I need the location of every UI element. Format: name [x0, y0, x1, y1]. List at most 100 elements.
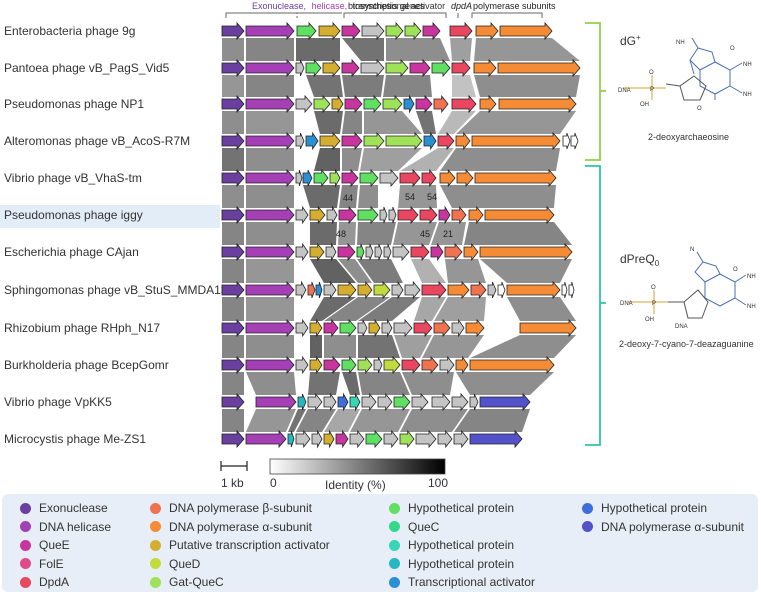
legend-label: Hypothetical protein — [408, 538, 515, 552]
identity-link — [246, 297, 294, 321]
legend-item: DNA polymerase α-subunit — [150, 520, 312, 534]
identity-link — [414, 297, 446, 321]
legend-swatch — [150, 539, 161, 551]
gene-arrow — [335, 429, 349, 449]
gene-arrow — [451, 94, 477, 114]
legend-label: Hypothetical protein — [408, 501, 515, 515]
identity-link — [431, 222, 466, 245]
identity-number: 44 — [343, 193, 353, 203]
identity-link — [422, 335, 484, 358]
gene-arrow — [385, 58, 409, 78]
legend-item: DNA polymerase β-subunit — [150, 501, 312, 515]
gene-arrow — [295, 94, 313, 114]
gene-arrow — [383, 243, 392, 261]
gene-arrow — [437, 429, 453, 449]
legend-item: Exonuclease — [20, 501, 108, 515]
gene-arrow — [409, 58, 431, 78]
svg-text:O: O — [730, 46, 735, 52]
gene-arrow — [404, 280, 421, 300]
gene-arrow — [295, 59, 305, 77]
legend-swatch — [150, 576, 161, 588]
gene-arrow — [404, 21, 422, 41]
phage-label: Sphingomonas phage vB_StuS_MMDA13 — [4, 283, 228, 297]
gene-arrow — [469, 393, 479, 411]
gene-arrow — [451, 318, 465, 338]
svg-text:OH: OH — [640, 102, 649, 108]
identity-link — [246, 335, 294, 358]
gene-arrow — [313, 94, 331, 114]
gene-arrow — [341, 21, 361, 41]
identity-link — [246, 148, 294, 171]
legend-label: DNA polymerase α-subunit — [601, 519, 744, 534]
gene-arrow — [305, 58, 322, 78]
phage-label: Rhizobium phage RHph_N17 — [4, 321, 160, 335]
gene-arrow — [307, 392, 323, 412]
identity-link — [296, 409, 336, 432]
gene-arrow — [474, 168, 557, 188]
legend-label: QueD — [169, 556, 201, 571]
identity-link — [445, 259, 486, 283]
header-dpda: dpdA — [451, 1, 472, 11]
gene-arrow — [296, 21, 317, 41]
legend-swatch — [582, 521, 593, 532]
identity-link — [310, 222, 337, 245]
identity-link — [342, 148, 362, 171]
identity-link — [342, 111, 362, 134]
gene-arrow — [323, 429, 335, 449]
colorbar-label: Identity (%) — [325, 478, 386, 492]
gene-arrow — [309, 318, 323, 338]
identity-link — [342, 75, 384, 97]
phage-label: Pseudomonas phage NP1 — [4, 97, 144, 111]
gene-arrow — [245, 355, 295, 375]
gene-arrow — [368, 318, 381, 338]
gene-arrow — [337, 242, 356, 262]
gene-arrow — [221, 205, 245, 225]
legend-swatch — [389, 576, 400, 588]
identity-link — [324, 297, 390, 321]
legend-label: Putative transcription activator — [169, 538, 330, 552]
identity-link — [398, 185, 437, 208]
gene-arrow — [479, 392, 531, 412]
identity-link — [246, 111, 294, 134]
gene-arrow — [305, 131, 319, 151]
identity-link — [246, 372, 296, 395]
gene-arrow — [397, 205, 419, 225]
gene-arrow — [498, 94, 577, 114]
gene-arrow — [245, 318, 295, 338]
gene-arrow — [379, 168, 399, 188]
legend-swatch — [389, 539, 400, 551]
legend-swatch — [150, 521, 161, 532]
highlight-row — [0, 205, 220, 228]
identity-link — [314, 111, 343, 134]
gene-arrow — [451, 58, 471, 78]
identity-link — [456, 372, 554, 395]
svg-text:DNA: DNA — [620, 301, 633, 307]
gene-arrow — [323, 318, 339, 338]
header-bracket-pol — [471, 12, 543, 18]
identity-number: 54 — [405, 192, 415, 202]
gene-arrow — [471, 131, 561, 151]
gene-arrow — [295, 318, 309, 338]
identity-link — [222, 111, 244, 134]
legend-label: DpdA — [39, 575, 70, 589]
gene-arrow — [373, 280, 391, 300]
gene-arrow — [479, 242, 573, 262]
gene-arrow — [393, 318, 413, 338]
gene-arrow — [313, 168, 329, 188]
legend-item: QueC — [389, 520, 439, 534]
gene-arrow — [401, 355, 421, 375]
identity-link — [434, 297, 486, 321]
identity-link — [357, 222, 396, 245]
phage-label: Microcystis phage Me-ZS1 — [4, 432, 146, 446]
identity-link — [339, 185, 358, 208]
gene-arrow — [383, 355, 401, 375]
gene-arrow — [433, 318, 451, 338]
gene-arrow — [221, 355, 245, 375]
gene-arrow — [363, 94, 382, 114]
gene-arrow — [463, 242, 479, 262]
gene-arrow — [255, 392, 297, 412]
gene-arrow — [302, 169, 313, 187]
gene-arrow — [357, 280, 373, 300]
gene-arrow — [245, 94, 295, 114]
